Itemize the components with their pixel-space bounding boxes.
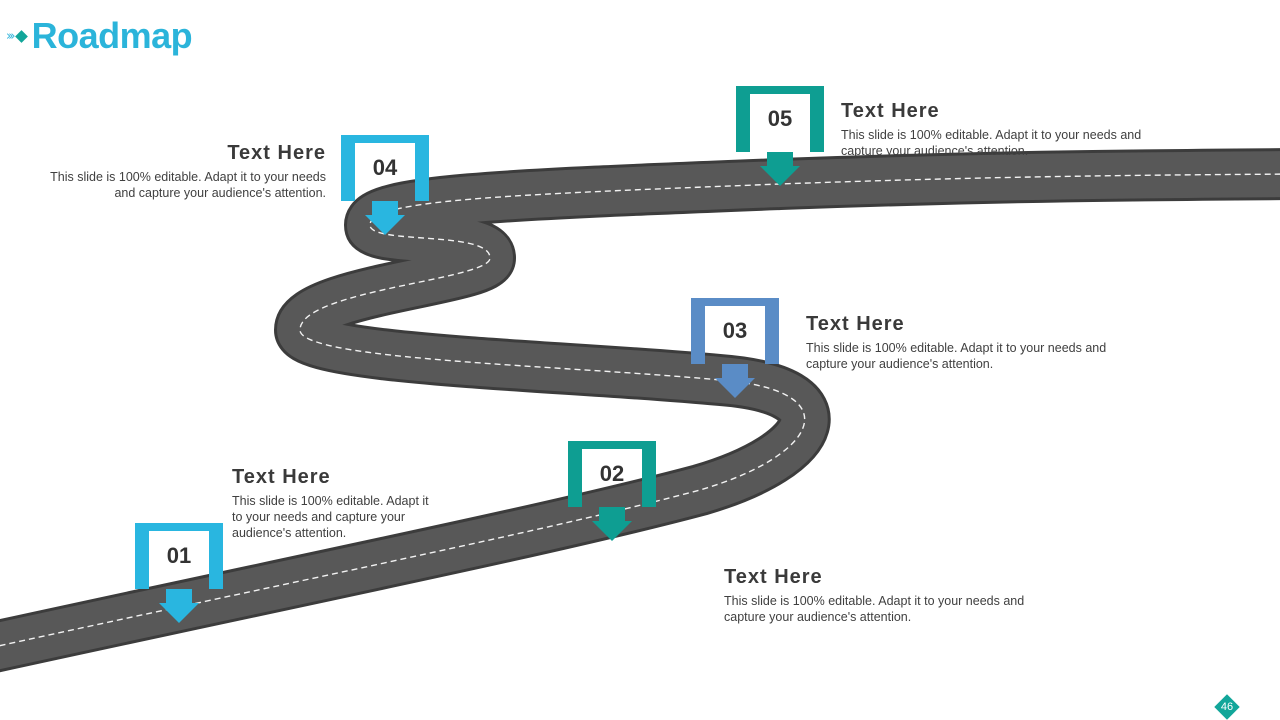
marker-number: 04 [372,155,398,180]
callout-03: Text Here This slide is 100% editable. A… [806,313,1136,372]
milestone-marker-05: 05 [736,86,824,186]
milestone-marker-03: 03 [691,298,779,398]
page-number-badge: 46 [1214,694,1240,720]
callout-heading: Text Here [841,100,940,122]
callout-body: This slide is 100% editable. Adapt it to… [50,170,326,200]
slide-title-area: ››› Roadmap [6,14,193,58]
marker-number: 01 [166,543,192,568]
callout-body: This slide is 100% editable. Adapt it to… [232,494,429,540]
milestone-marker-02: 02 [568,441,656,541]
callout-body: This slide is 100% editable. Adapt it to… [841,128,1142,158]
marker-frame [341,135,429,201]
marker-frame [568,441,656,507]
milestone-marker-01: 01 [135,523,223,623]
arrow-down-icon [365,201,405,235]
callout-heading: Text Here [724,566,823,588]
page-number: 46 [1220,701,1234,713]
callout-heading: Text Here [806,313,905,335]
callout-body: This slide is 100% editable. Adapt it to… [806,341,1107,371]
callout-heading: Text Here [232,466,331,488]
marker-number: 03 [722,318,748,343]
callout-01: Text Here This slide is 100% editable. A… [232,466,442,541]
milestone-marker-04: 04 [341,135,429,235]
arrow-down-icon [592,507,632,541]
chevron-right-icon: ››› [6,28,15,44]
marker-number: 02 [599,461,625,486]
arrow-down-icon [159,589,199,623]
callout-05: Text Here This slide is 100% editable. A… [841,100,1151,159]
callout-heading: Text Here [227,142,326,164]
slide-title: Roadmap [31,15,193,56]
marker-frame [135,523,223,589]
marker-number: 05 [767,106,793,131]
arrow-down-icon [715,364,755,398]
callout-body: This slide is 100% editable. Adapt it to… [724,594,1025,624]
callout-02: Text Here This slide is 100% editable. A… [724,566,1054,625]
marker-frame [736,86,824,152]
callout-04: Text Here This slide is 100% editable. A… [26,142,326,201]
marker-frame [691,298,779,364]
arrow-down-icon [760,152,800,186]
